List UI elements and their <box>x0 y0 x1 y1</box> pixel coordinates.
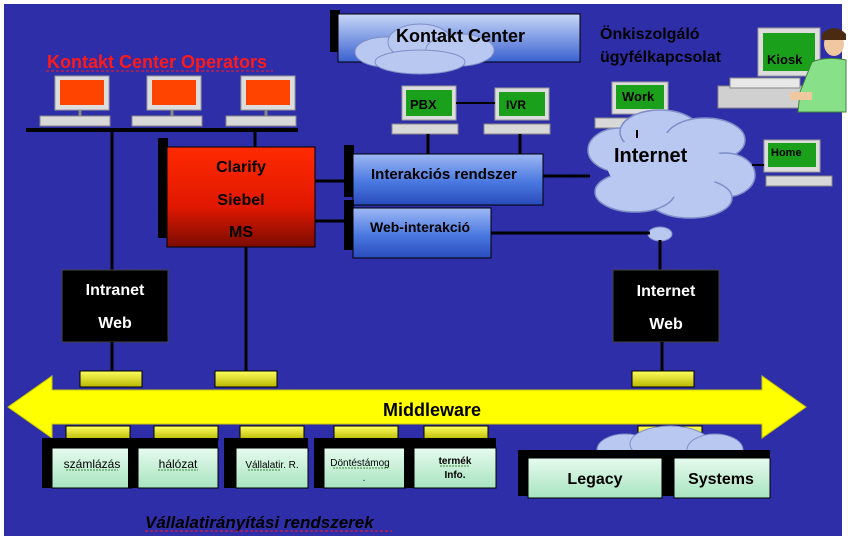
home-label: Home <box>771 147 802 159</box>
internet-connector-node <box>647 226 673 242</box>
crm-label-ms: MS <box>229 224 253 241</box>
interaction-shadow <box>344 145 354 197</box>
connector-internetweb <box>631 370 695 388</box>
operators-title: Kontakt Center Operators <box>47 52 267 72</box>
operator-workstation-2 <box>131 75 203 127</box>
connector-product <box>423 425 489 441</box>
connector-decision <box>333 425 399 441</box>
intranet-web-label-2: Web <box>98 315 132 332</box>
kiosk-label: Kiosk <box>767 52 803 67</box>
internet-web-box <box>612 269 720 343</box>
internet-cloud-label: Internet <box>614 145 688 167</box>
operator-workstation-3 <box>225 75 297 127</box>
product-info-label-1: termék <box>439 456 472 467</box>
middleware-arrow <box>7 375 807 439</box>
billing-label: számlázás <box>64 457 121 471</box>
network-box <box>128 438 219 489</box>
network-label: hálózat <box>159 457 198 471</box>
internet-cloud <box>587 109 756 219</box>
pbx-workstation <box>391 85 459 135</box>
contact-center-cloud <box>354 23 495 75</box>
interaction-system-label: Interakciós rendszer <box>371 166 517 183</box>
enterprise-systems-title: Vállalatirányítási rendszerek <box>145 513 375 532</box>
billing-box <box>42 438 133 489</box>
kiosk-terminal <box>717 27 821 109</box>
crm-label-siebel: Siebel <box>217 192 264 209</box>
enterprise-r-label: Vállalatir. R. <box>245 460 298 471</box>
crm-shadow <box>158 138 168 238</box>
screen-red <box>60 80 104 105</box>
web-interaction-box <box>352 207 492 259</box>
connector-network <box>153 425 219 441</box>
product-info-box <box>404 438 497 489</box>
self-service-label-1: Önkiszolgáló <box>600 24 700 43</box>
enterprise-r-box <box>224 438 309 489</box>
web-interaction-label: Web-interakció <box>370 219 470 235</box>
intranet-web-label-1: Intranet <box>86 282 145 299</box>
work-label: Work <box>622 89 655 104</box>
webinteraction-shadow <box>344 200 354 250</box>
crm-box <box>166 146 316 248</box>
connector-billing <box>65 425 131 441</box>
self-service-label-2: ügyfélkapcsolat <box>600 49 722 66</box>
decision-support-dot: . <box>363 473 366 484</box>
contact-center-label: Kontakt Center <box>396 26 525 46</box>
legacy-label: Legacy <box>567 471 622 488</box>
connector-intranet <box>79 370 143 388</box>
ivr-workstation <box>483 87 551 135</box>
interaction-system-box <box>352 153 544 206</box>
ivr-label: IVR <box>506 98 526 112</box>
product-info-label-2: Info. <box>444 470 465 481</box>
connector-crm <box>214 370 278 388</box>
home-workstation <box>763 139 833 187</box>
crm-label-clarify: Clarify <box>216 159 266 176</box>
legacy-box <box>518 450 668 499</box>
internet-web-label-2: Web <box>649 316 683 333</box>
connector-enterprise <box>239 425 305 441</box>
contact-center-shadow <box>330 10 340 52</box>
intranet-web-box <box>61 269 169 343</box>
middleware-label: Middleware <box>383 400 481 420</box>
kiosk-user-figure <box>790 28 847 113</box>
decision-support-label: Döntéstámog <box>330 458 389 469</box>
internet-web-label-1: Internet <box>637 283 696 300</box>
systems-box <box>664 450 771 499</box>
pbx-label: PBX <box>410 97 437 112</box>
systems-label: Systems <box>688 471 754 488</box>
operator-workstation-1 <box>39 75 111 127</box>
